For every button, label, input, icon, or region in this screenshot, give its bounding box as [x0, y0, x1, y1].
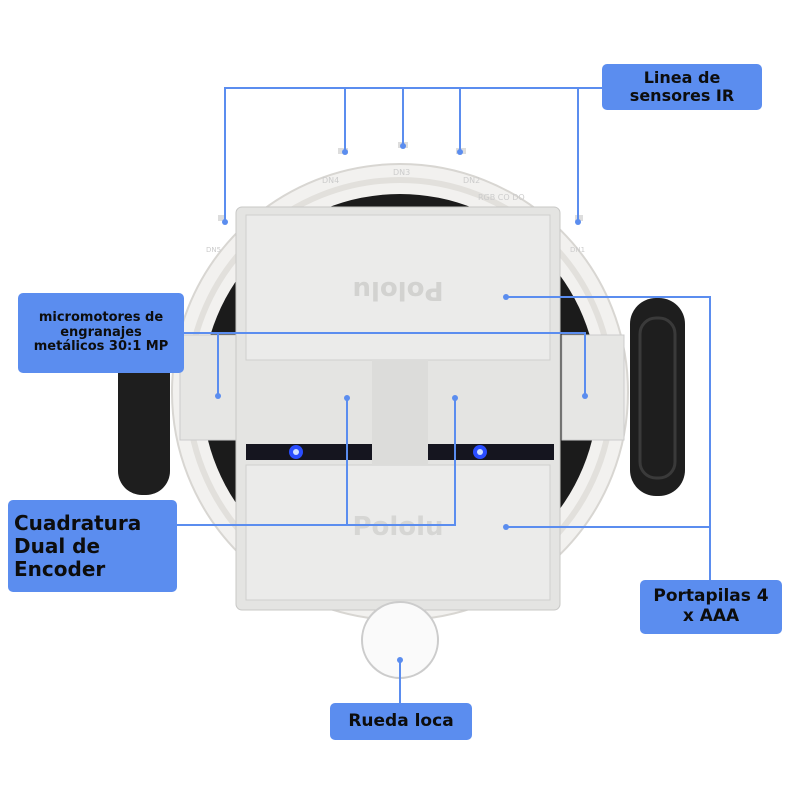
label-battery: Portapilas 4 x AAA — [640, 580, 782, 634]
right-wheel — [630, 298, 685, 496]
led-strip — [246, 444, 372, 460]
label-encoder: Cuadratura Dual de Encoder — [8, 500, 177, 592]
label-caster: Rueda loca — [330, 703, 472, 740]
label-motors: micromotores de engranajes metálicos 30:… — [18, 293, 184, 373]
dn3-text: DN3 — [393, 168, 410, 177]
dn4-text: DN4 — [322, 176, 339, 185]
dn1-text: DN1 — [570, 246, 585, 254]
callout-lines — [177, 87, 711, 703]
dn5-text: DN5 — [206, 246, 221, 254]
label-ir-sensors: Linea de sensores IR — [602, 64, 762, 110]
right-motor-bracket — [561, 334, 625, 441]
pololu-logo-top: Pololu — [352, 275, 443, 305]
pololu-logo-bottom: Pololu — [352, 512, 443, 542]
dn2-text: DN2 — [463, 176, 480, 185]
rgb-text: RGB CO DO — [478, 193, 525, 202]
left-motor-bracket — [179, 334, 243, 441]
